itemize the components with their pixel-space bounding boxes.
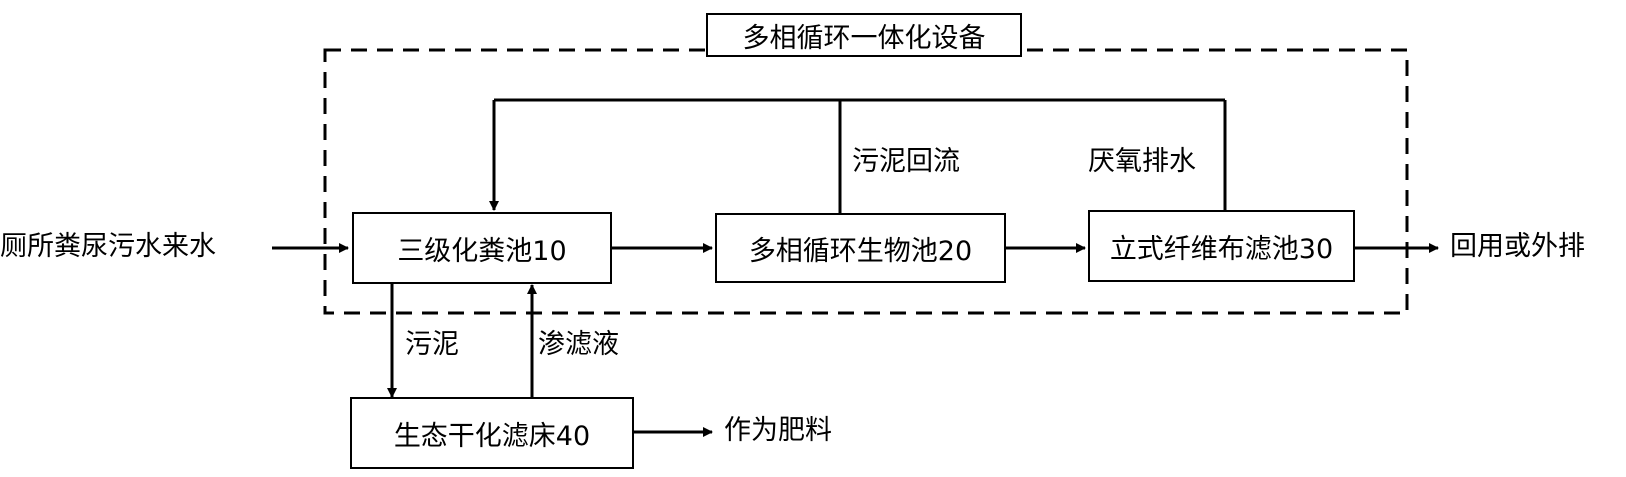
- bio-tank-label: 多相循环生物池20: [748, 235, 973, 267]
- filter-tank-label: 立式纤维布滤池30: [1109, 233, 1334, 265]
- output-label: 回用或外排: [1450, 231, 1585, 262]
- leachate-label: 渗滤液: [538, 329, 619, 360]
- sludge-return-label: 污泥回流: [852, 146, 960, 177]
- bio-tank-box: 多相循环生物池20: [715, 213, 1006, 283]
- input-label: 厕所粪尿污水来水: [0, 231, 216, 262]
- dry-bed-box: 生态干化滤床40: [350, 397, 634, 469]
- septic-tank-label: 三级化粪池10: [397, 235, 567, 267]
- filter-tank-box: 立式纤维布滤池30: [1088, 210, 1355, 282]
- equipment-title-text: 多相循环一体化设备: [742, 22, 986, 54]
- dry-bed-label: 生态干化滤床40: [393, 420, 591, 452]
- equipment-boundary: [323, 48, 1409, 315]
- sludge-label: 污泥: [405, 329, 459, 360]
- septic-tank-box: 三级化粪池10: [352, 212, 612, 284]
- fertilizer-label: 作为肥料: [724, 415, 832, 446]
- equipment-title: 多相循环一体化设备: [706, 13, 1022, 57]
- anaerobic-drain-label: 厌氧排水: [1088, 146, 1196, 177]
